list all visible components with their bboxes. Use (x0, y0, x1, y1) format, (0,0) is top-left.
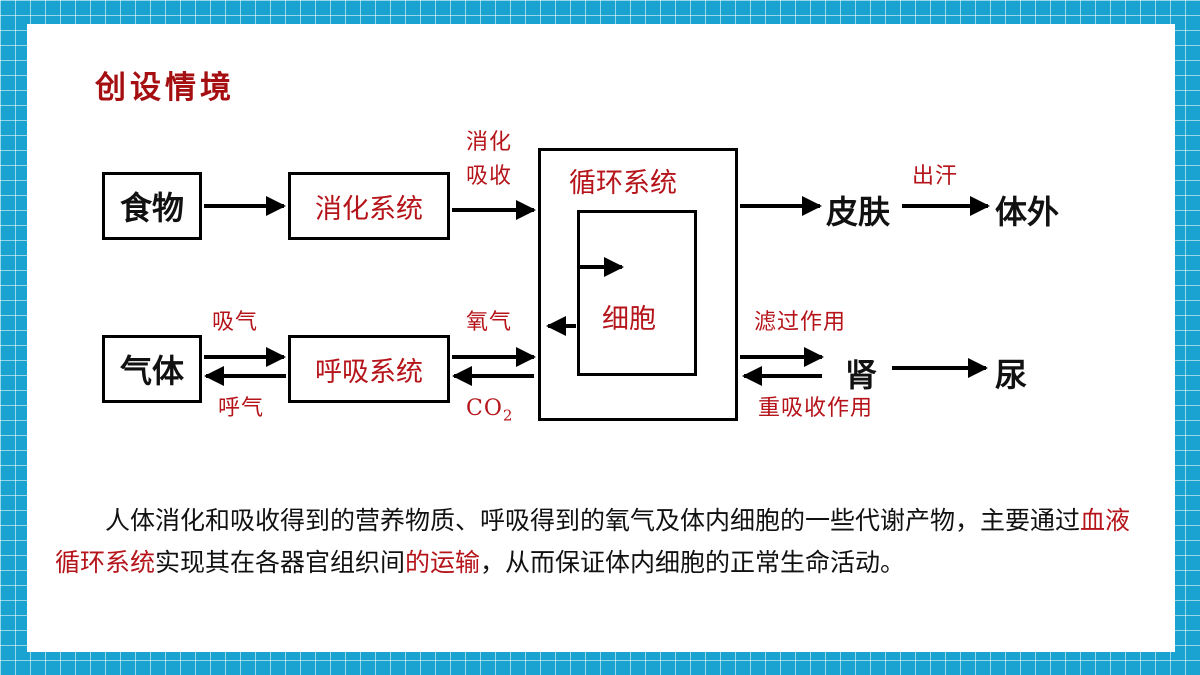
gas-box: 气体 (102, 335, 202, 403)
gas-label: 气体 (119, 352, 184, 390)
cell-box: 细胞 (577, 210, 697, 376)
oxygen-label: 氧气 (466, 310, 513, 335)
paragraph-part-2: 实现其在各器官组织间 (155, 548, 406, 577)
digest-absorb-label-1: 消化 (466, 130, 513, 155)
digestive-system-box: 消化系统 (288, 172, 450, 240)
food-box: 食物 (102, 172, 202, 240)
paragraph-part-3: ，从而保证体内细胞的正常生命活动。 (480, 548, 906, 577)
urine-label: 尿 (995, 356, 1028, 394)
outside-body-label: 体外 (995, 193, 1060, 231)
digestive-system-label: 消化系统 (315, 193, 423, 225)
kidney-label: 肾 (845, 356, 878, 394)
slide-title: 创设情境 (95, 70, 235, 106)
respiratory-system-label: 呼吸系统 (315, 356, 423, 388)
co2-label: CO2 (466, 394, 513, 430)
reabsorption-label: 重吸收作用 (758, 396, 874, 421)
co2-main: CO (466, 396, 503, 421)
filtration-label: 滤过作用 (754, 310, 847, 335)
explanation-paragraph: 人体消化和吸收得到的营养物质、呼吸得到的氧气及体内细胞的一些代谢产物，主要通过血… (55, 500, 1145, 584)
exhale-label: 呼气 (218, 396, 265, 421)
food-label: 食物 (119, 189, 184, 227)
circulatory-system-label: 循环系统 (569, 168, 677, 199)
paragraph-highlight-circulatory: 血液循环系统 (55, 506, 1131, 577)
respiratory-system-box: 呼吸系统 (288, 335, 450, 403)
paragraph-highlight-transport: 的运输 (405, 548, 481, 577)
skin-label: 皮肤 (826, 193, 891, 231)
circulatory-system-box: 循环系统 (538, 148, 738, 421)
sweat-label: 出汗 (912, 164, 959, 189)
digest-absorb-label-2: 吸收 (466, 164, 513, 189)
co2-subscript: 2 (502, 406, 514, 425)
cell-label: 细胞 (602, 304, 656, 335)
paragraph-part-1: 人体消化和吸收得到的营养物质、呼吸得到的氧气及体内细胞的一些代谢产物，主要通过 (105, 506, 1081, 535)
inhale-label: 吸气 (212, 310, 259, 335)
